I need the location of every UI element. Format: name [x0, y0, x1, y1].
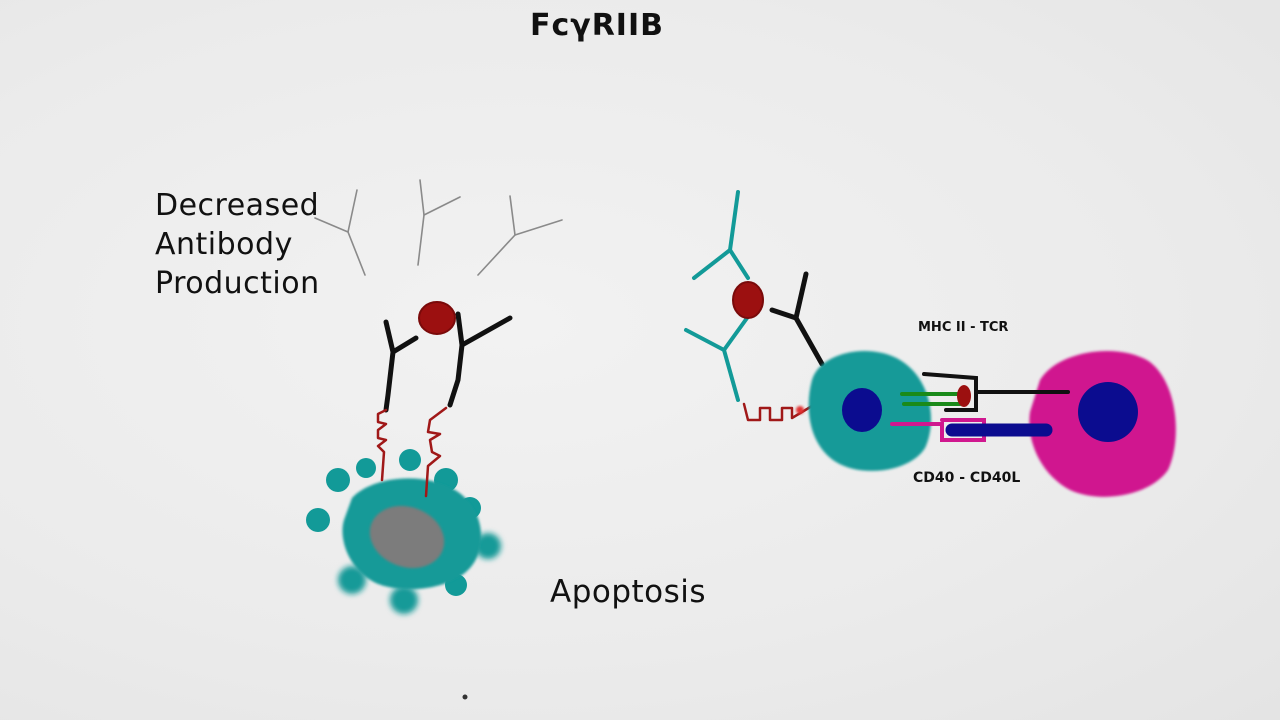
left-receptor-complex [376, 301, 513, 498]
label-line: Antibody [155, 227, 293, 262]
left-antibody-receptor-1 [383, 319, 419, 413]
mhc-ii [900, 392, 962, 406]
apoptotic-nucleus [369, 505, 445, 569]
left-antibody-receptor-2 [447, 311, 513, 408]
apoptotic-blebs [306, 449, 501, 614]
antigen-right [732, 281, 764, 319]
free-antibody [477, 195, 563, 276]
label-line: Decreased [155, 188, 320, 223]
apoptotic-b-cell [306, 449, 501, 614]
bcr-black [769, 271, 825, 367]
b-cell-nucleus [842, 388, 882, 432]
mhc-tcr-synapse [900, 372, 1070, 412]
tcr [922, 372, 1070, 412]
fcgriib-receptor-right [742, 402, 814, 422]
b-cell [808, 350, 932, 471]
fcgriib-receptor-left [376, 406, 448, 498]
cd40-cd40l-label: CD40 - CD40L [913, 470, 1021, 486]
label-line: Production [155, 266, 320, 301]
t-cell [1029, 350, 1176, 497]
free-antibody [314, 189, 366, 276]
t-cell-nucleus [1078, 382, 1138, 442]
decreased-antibody-label: Decreased Antibody Production [155, 186, 320, 303]
apoptosis-label: Apoptosis [550, 574, 707, 610]
bound-antibody-teal [684, 190, 762, 402]
diagram-title: FcγRIIB [530, 8, 665, 43]
signal-dot [796, 406, 804, 414]
antigen-left [418, 301, 456, 335]
right-antigen-complex [684, 190, 825, 422]
mhc-tcr-label: MHC II - TCR [918, 320, 1009, 335]
free-antibodies [314, 179, 563, 276]
cd40-cd40l [890, 418, 1053, 442]
cd40 [890, 418, 986, 442]
presented-peptide [957, 385, 971, 407]
stray-dot [462, 694, 468, 700]
free-antibody [417, 179, 461, 266]
